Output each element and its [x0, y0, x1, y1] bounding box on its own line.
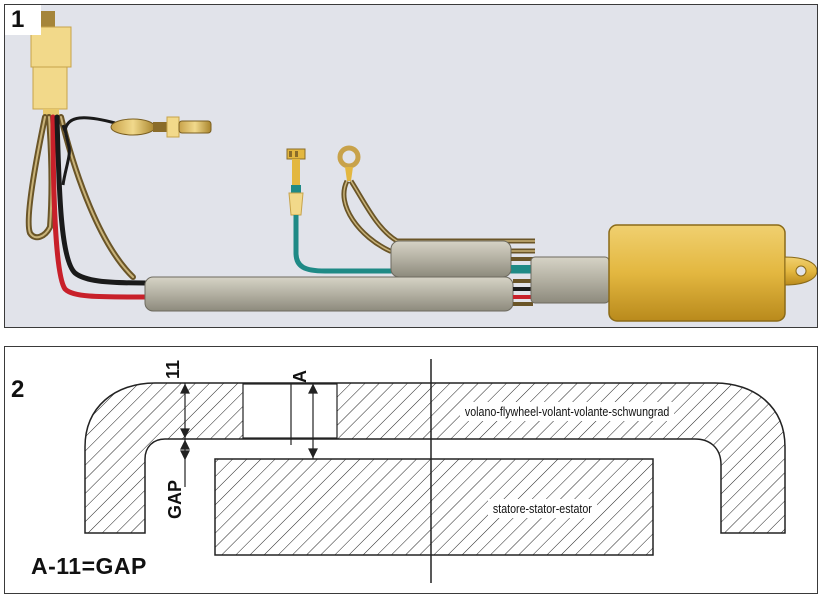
ring-terminal-brown-wires [337, 145, 535, 254]
upper-sleeve [390, 240, 533, 278]
dimension-gap-label: GAP [165, 479, 185, 519]
dimension-11-marker [180, 383, 190, 439]
dimension-a-label: A [290, 370, 310, 383]
black-lead-bullet-connector [61, 116, 212, 186]
dimension-gap-marker [180, 439, 190, 487]
loop-wires [25, 114, 136, 280]
stator-label: statore-stator-estator [488, 499, 597, 518]
air-gap-panel: 2 [4, 346, 818, 594]
ignition-module [608, 224, 817, 322]
gap-formula: A-11=GAP [31, 553, 147, 579]
wiring-harness-panel: 1 [4, 4, 818, 328]
rubber-grommet [530, 256, 610, 304]
panel-number-1: 1 [5, 5, 41, 35]
dimension-11-label: 11 [163, 359, 183, 379]
wiring-harness-drawing [25, 11, 817, 322]
flywheel-label: volano-flywheel-volant-volante-schwungra… [460, 402, 675, 421]
main-connector [30, 11, 72, 121]
panel-number-2: 2 [11, 376, 25, 403]
spade-terminal-teal-wire [286, 148, 535, 274]
lower-sleeve [144, 276, 533, 312]
red-black-leads [50, 114, 148, 300]
dimension-a-marker [290, 383, 318, 459]
